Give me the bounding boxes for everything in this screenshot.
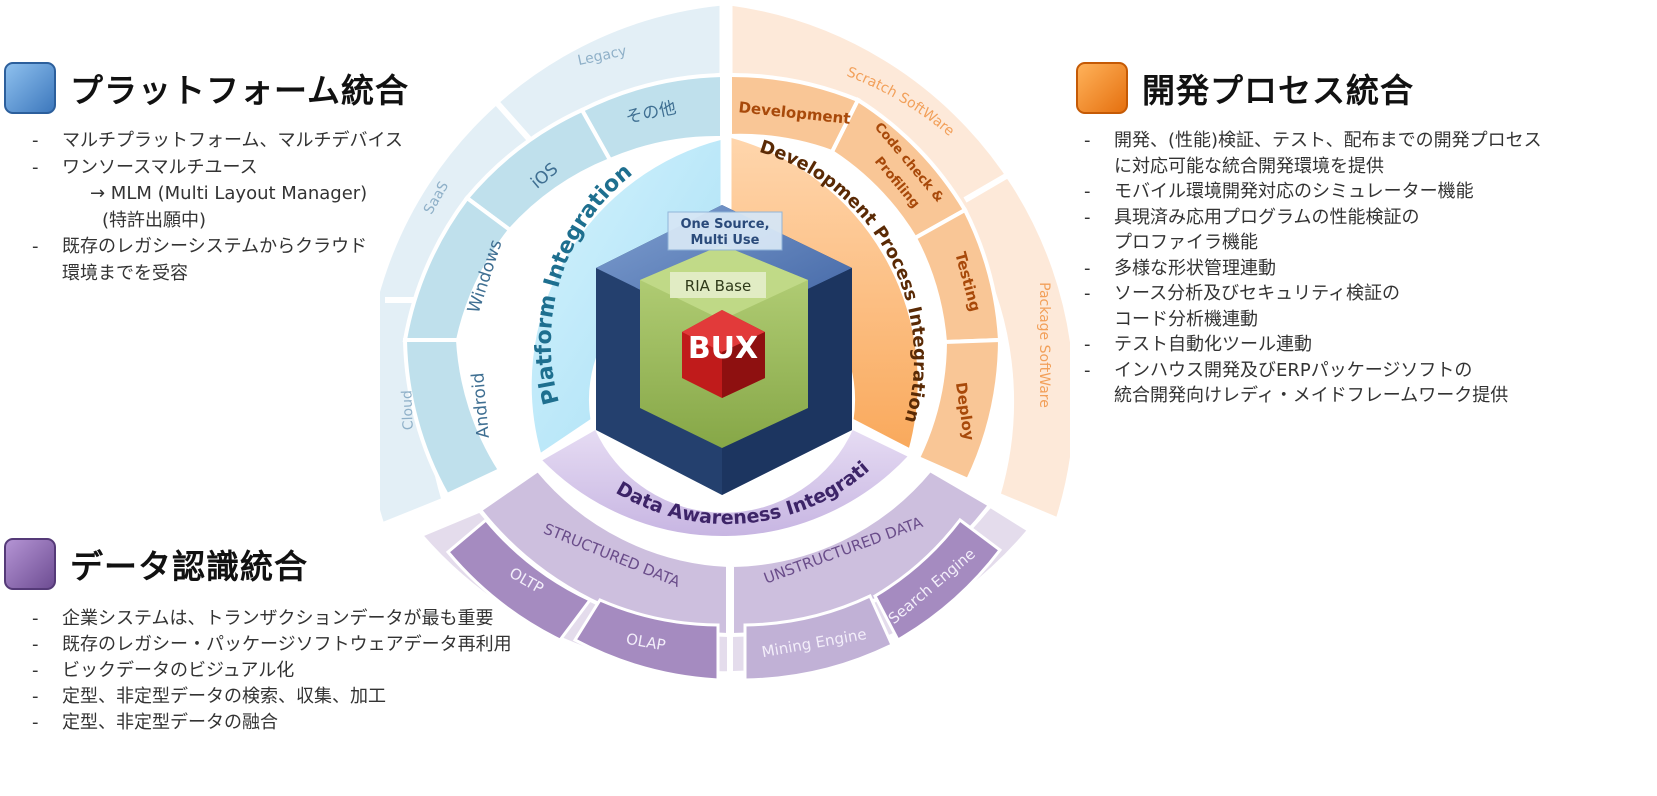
- bullet: インハウス開発及びERPパッケージソフトの: [1084, 358, 1542, 384]
- bux-cube: [596, 205, 852, 495]
- integration-wheel: One Source, Multi Use RIA Base BUX Platf…: [380, 0, 1070, 705]
- ria-base-label-bg: [670, 272, 766, 298]
- bullet: ソース分析及びセキュリティ検証の: [1084, 281, 1542, 307]
- platform-swatch: [4, 62, 56, 114]
- cube-core-label: BUX: [688, 331, 758, 366]
- bullet-sub: (特許出願中): [102, 209, 207, 231]
- bullet-continued: 環境までを受容: [62, 262, 188, 284]
- bullet-continued: プロファイラ機能: [1114, 232, 1258, 253]
- bullet: 開発、(性能)検証、テスト、配布までの開発プロセス: [1084, 128, 1542, 154]
- platform-title: プラットフォーム統合: [70, 71, 410, 110]
- process-mid-ring: [728, 72, 1003, 483]
- platform-panel: プラットフォーム統合 マルチプラットフォーム、マルチデバイス ワンソースマルチユ…: [4, 62, 409, 287]
- cube-middle-label: RIA Base: [685, 277, 751, 295]
- bullet-continued: に対応可能な統合開発環境を提供: [1114, 155, 1384, 177]
- process-swatch: [1076, 62, 1128, 114]
- bullet: 既存のレガシー・パッケージソフトウェアデータ再利用: [32, 632, 512, 658]
- bullet: モバイル環境開発対応のシミュレーター機能: [1084, 179, 1542, 205]
- bullet: ビックデータのビジュアル化: [32, 658, 512, 684]
- bullet: 定型、非定型データの融合: [32, 710, 512, 736]
- data-title: データ認識統合: [70, 547, 308, 586]
- bullet: ワンソースマルチユース: [32, 155, 409, 182]
- bullet: 多様な形状管理連動: [1084, 256, 1542, 282]
- data-panel: データ認識統合 企業システムは、トランザクションデータが最も重要 既存のレガシー…: [4, 538, 512, 736]
- bullet: 具現済み応用プログラムの性能検証の: [1084, 205, 1542, 231]
- platform-bullets: マルチプラットフォーム、マルチデバイス ワンソースマルチユース → MLM (M…: [32, 128, 409, 287]
- bullet: 既存のレガシーシステムからクラウド: [32, 234, 409, 261]
- cube-top-line2: Multi Use: [691, 233, 760, 248]
- data-outer-boxes: [445, 517, 1003, 682]
- bullet: テスト自動化ツール連動: [1084, 332, 1542, 358]
- platform-outer-label-cloud: Cloud: [399, 390, 416, 431]
- cube-top-line1: One Source,: [680, 217, 769, 232]
- bullet-sub: → MLM (Multi Layout Manager): [90, 183, 368, 204]
- data-bullets: 企業システムは、トランザクションデータが最も重要 既存のレガシー・パッケージソフ…: [32, 606, 512, 736]
- bullet: 企業システムは、トランザクションデータが最も重要: [32, 606, 512, 632]
- process-panel: 開発プロセス統合 開発、(性能)検証、テスト、配布までの開発プロセス に対応可能…: [1076, 62, 1542, 409]
- bullet-continued: コード分析機連動: [1114, 308, 1258, 330]
- platform-mid-ring: [402, 72, 724, 498]
- process-bullets: 開発、(性能)検証、テスト、配布までの開発プロセス に対応可能な統合開発環境を提…: [1084, 128, 1542, 409]
- process-outer-label-package: Package SoftWare: [1036, 282, 1052, 408]
- bullet-continued: 統合開発向けレディ・メイドフレームワーク提供: [1114, 385, 1509, 406]
- bullet: マルチプラットフォーム、マルチデバイス: [32, 128, 409, 155]
- process-title: 開発プロセス統合: [1142, 71, 1414, 110]
- one-source-label-bg: [667, 211, 783, 251]
- bullet: 定型、非定型データの検索、収集、加工: [32, 684, 512, 710]
- data-swatch: [4, 538, 56, 590]
